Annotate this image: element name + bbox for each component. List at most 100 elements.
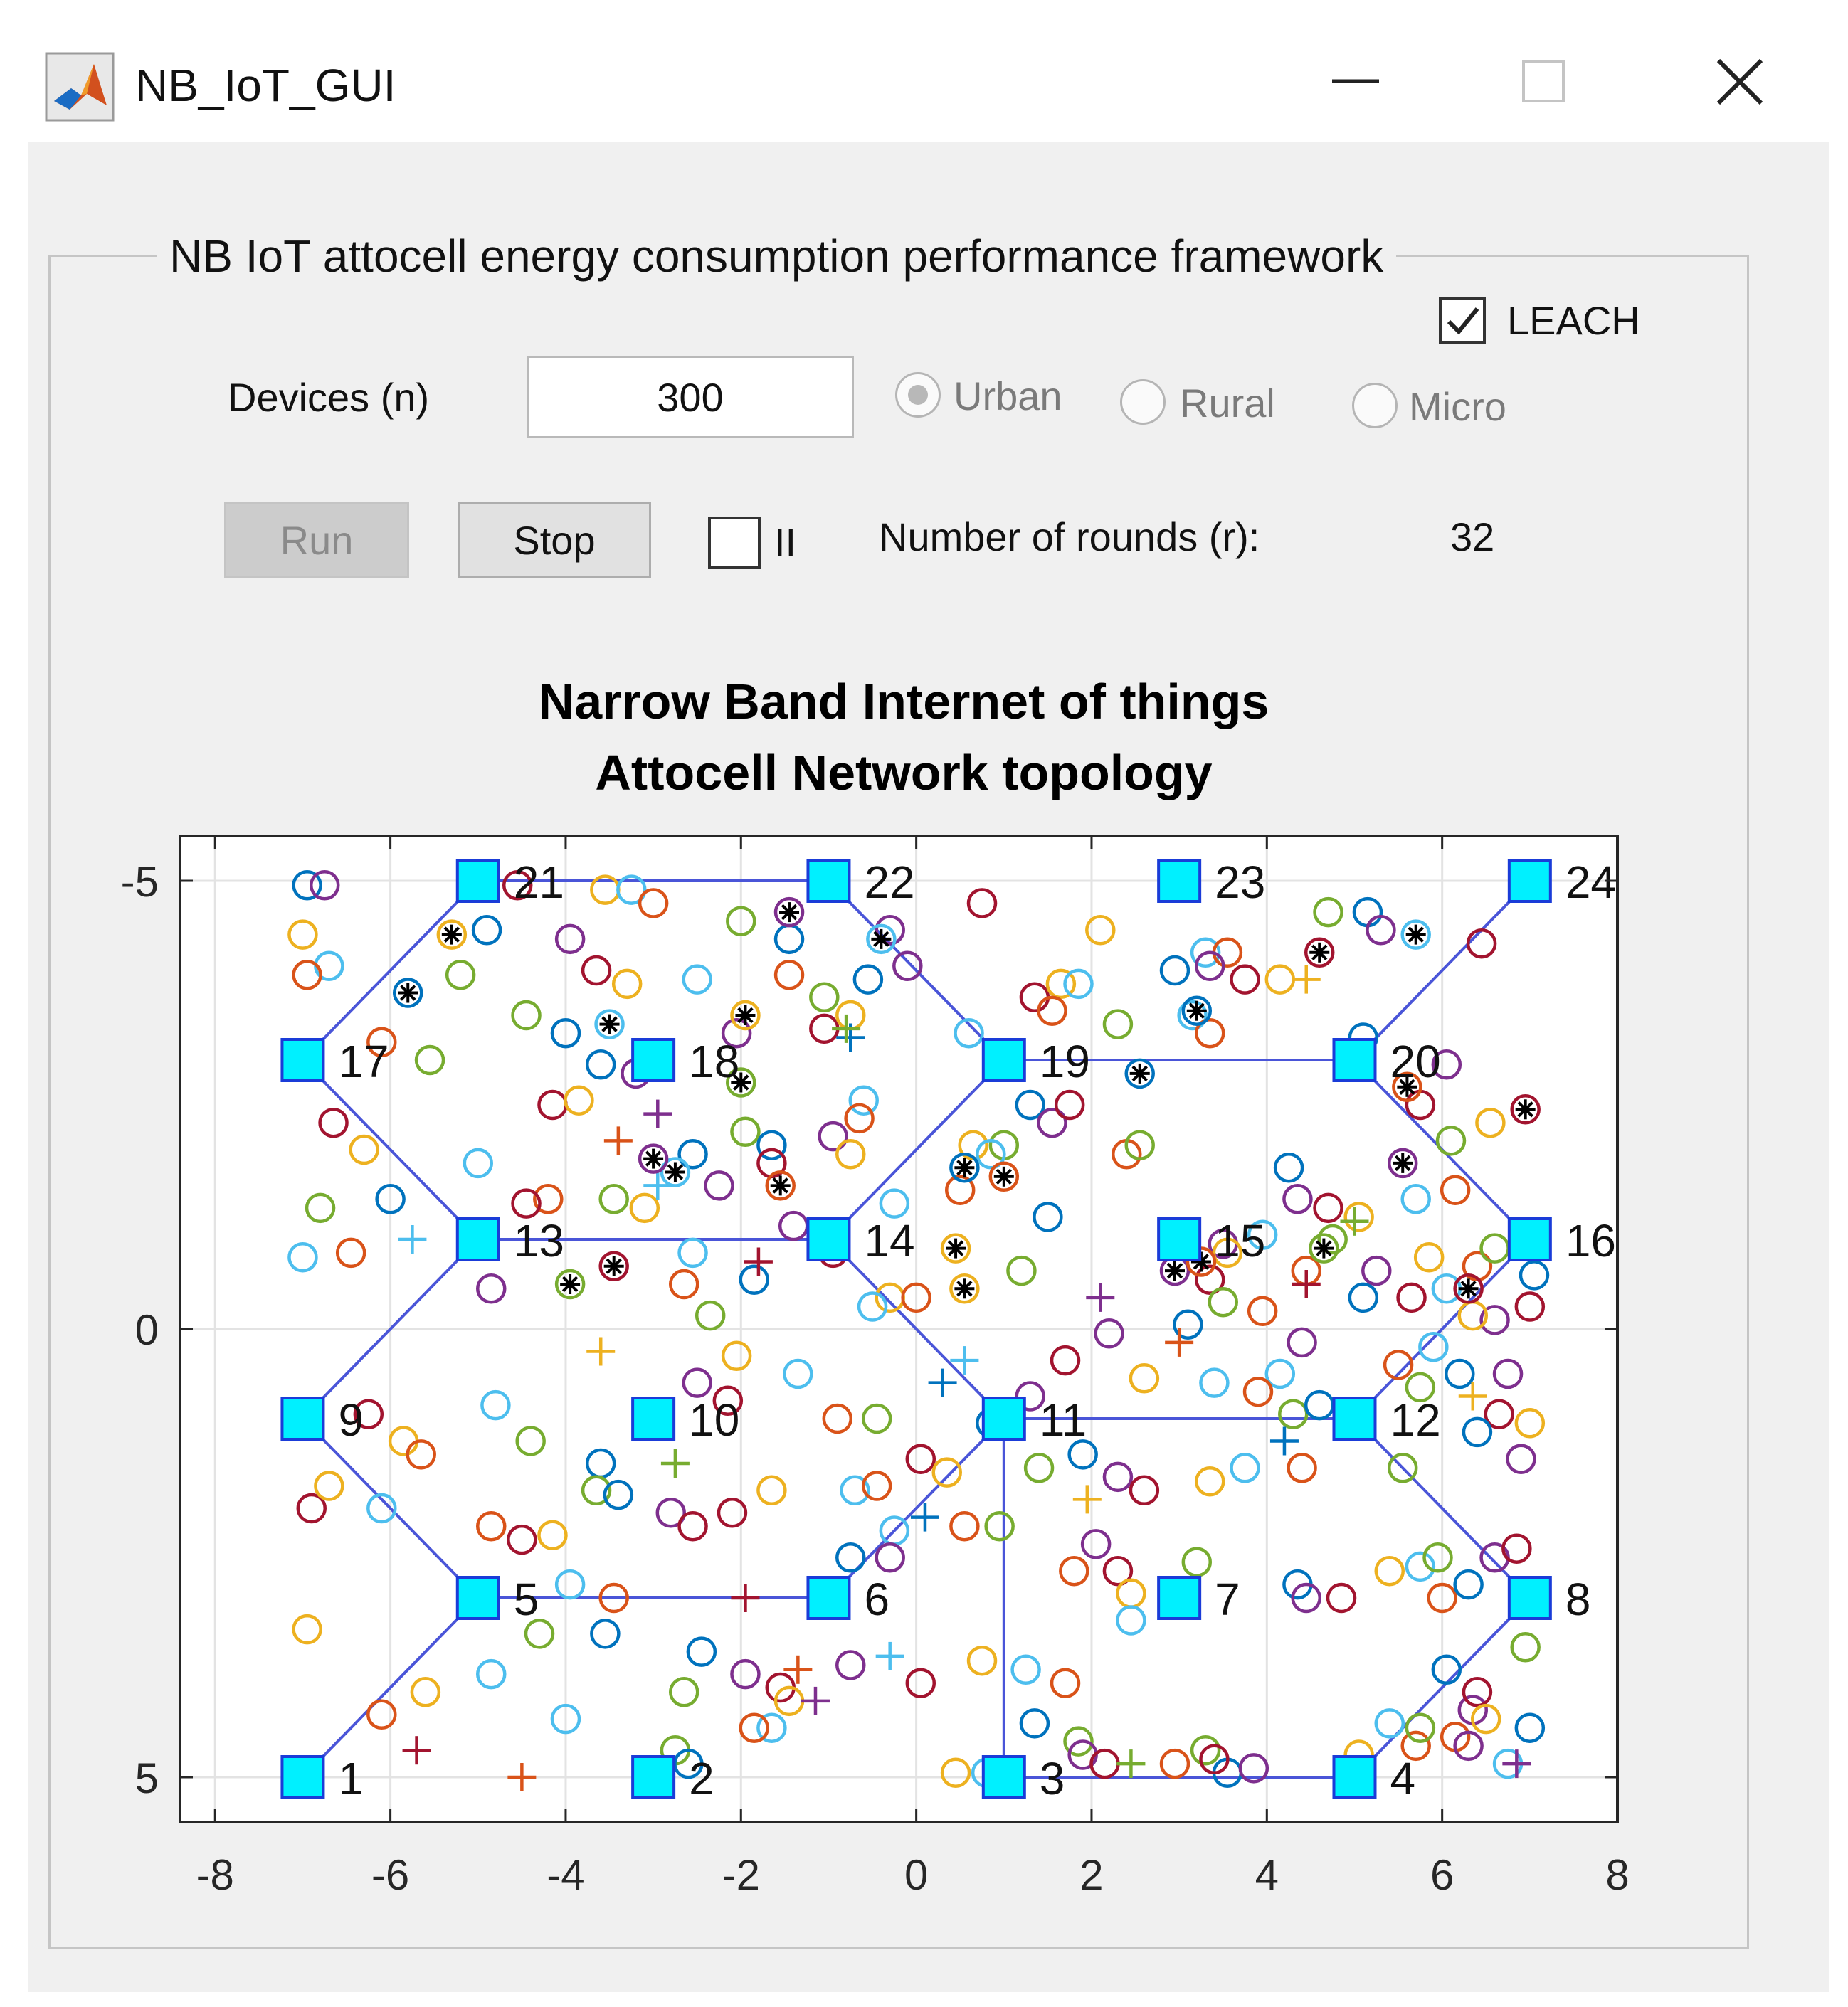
device-point [739, 1264, 770, 1295]
close-button[interactable] [1686, 36, 1793, 128]
cross-point [1269, 1426, 1299, 1456]
device-point [550, 1703, 581, 1735]
device-point [305, 1192, 336, 1224]
cluster-head-point [1453, 1273, 1484, 1304]
device-point [292, 1614, 322, 1645]
cluster-head-point [726, 1067, 756, 1098]
cell-node-12 [1332, 1397, 1377, 1441]
cluster-head-point [392, 978, 423, 1008]
cell-link [302, 1238, 480, 1420]
cluster-head-ring [1400, 919, 1431, 950]
cell-node-label-1: 1 [338, 1753, 364, 1804]
cluster-head-point [1186, 1246, 1217, 1277]
cell-node-label-16: 16 [1565, 1215, 1616, 1266]
star-stroke [1395, 1155, 1411, 1172]
cell-link [1353, 1238, 1531, 1420]
cluster-head-point [1392, 1071, 1422, 1103]
star-stroke [956, 1159, 973, 1176]
cross-point [1072, 1485, 1102, 1514]
device-point [309, 870, 340, 901]
cell-node-10 [631, 1397, 676, 1441]
device-point [848, 1085, 879, 1116]
device-point [1287, 1453, 1317, 1483]
rural-radio[interactable] [1120, 379, 1166, 425]
device-point [550, 1017, 581, 1049]
device-point [1230, 1453, 1260, 1483]
cluster-head-ring [392, 978, 423, 1008]
device-point [1019, 1708, 1050, 1739]
device-point [1405, 1551, 1436, 1582]
device-point [1313, 1192, 1343, 1224]
cluster-head-ring [1392, 1071, 1422, 1103]
cluster-head-point [1181, 995, 1213, 1026]
cluster-head-point [730, 1000, 761, 1031]
pause-label: II [774, 520, 797, 565]
leach-checkbox[interactable] [1439, 297, 1486, 344]
x-tick-label: 2 [1079, 1851, 1103, 1899]
minimize-button[interactable] [1302, 36, 1409, 128]
device-point [1190, 1735, 1221, 1766]
device-point [318, 1107, 349, 1138]
cross-point [1292, 1270, 1321, 1298]
rounds-label: Number of rounds (r): [879, 514, 1260, 559]
run-button[interactable]: Run [224, 502, 409, 578]
device-point [375, 1184, 406, 1214]
device-point [668, 1677, 699, 1707]
x-tick-label: -6 [371, 1851, 409, 1899]
device-point [966, 1645, 998, 1676]
device-point [1212, 1237, 1243, 1269]
cell-node-21 [455, 859, 500, 903]
micro-radio[interactable] [1352, 383, 1398, 428]
device-point [1387, 1453, 1418, 1483]
device-point [1361, 1255, 1392, 1286]
cluster-head-ring [1453, 1273, 1484, 1304]
device-point [1045, 968, 1077, 1000]
device-point [901, 1282, 931, 1313]
cell-node-label-24: 24 [1565, 857, 1616, 908]
device-point [1208, 1286, 1238, 1318]
stop-button[interactable]: Stop [458, 502, 651, 578]
device-point [704, 1170, 734, 1201]
device-point [476, 1273, 507, 1304]
device-point [1484, 1399, 1514, 1429]
device-point [1159, 1748, 1190, 1779]
device-point [1422, 1542, 1453, 1573]
device-point [1050, 1345, 1081, 1376]
cell-link [302, 1596, 480, 1779]
cell-node-label-12: 12 [1390, 1394, 1440, 1446]
device-point [1506, 1444, 1536, 1474]
cross-point [1086, 1283, 1115, 1312]
star-stroke [1311, 944, 1328, 961]
device-point [1116, 1605, 1146, 1636]
cell-links [302, 879, 1531, 1779]
device-point [1440, 1175, 1471, 1205]
cross-point [1292, 965, 1321, 994]
cell-node-label-6: 6 [864, 1574, 889, 1625]
cluster-head-ring [660, 1157, 691, 1187]
title-bar: NB_IoT_GUI [0, 0, 1848, 142]
star-stroke [1408, 926, 1424, 943]
device-point [1006, 1255, 1037, 1286]
topology-plot: Narrow Band Internet of things Attocell … [121, 674, 1630, 1899]
cluster-head-ring [1124, 1058, 1155, 1089]
device-point [292, 870, 322, 901]
device-point [1195, 950, 1225, 981]
device-point [949, 1510, 980, 1542]
pause-checkbox[interactable] [708, 517, 761, 569]
device-point [349, 1134, 379, 1165]
maximize-button[interactable] [1491, 36, 1598, 128]
devices-input[interactable] [527, 356, 854, 438]
device-point [581, 955, 612, 986]
x-tick-label: -4 [547, 1851, 584, 1899]
cross-point [928, 1368, 957, 1397]
cluster-head-point [949, 1273, 980, 1304]
device-point [739, 1712, 770, 1743]
star-stroke [1193, 1254, 1210, 1270]
device-point [1510, 1632, 1541, 1663]
device-point [1374, 1555, 1405, 1587]
device-point [366, 1493, 397, 1524]
urban-radio[interactable] [895, 372, 941, 418]
device-point [1177, 1000, 1208, 1031]
device-point [537, 1520, 568, 1551]
cluster-head-ring [726, 1067, 756, 1098]
